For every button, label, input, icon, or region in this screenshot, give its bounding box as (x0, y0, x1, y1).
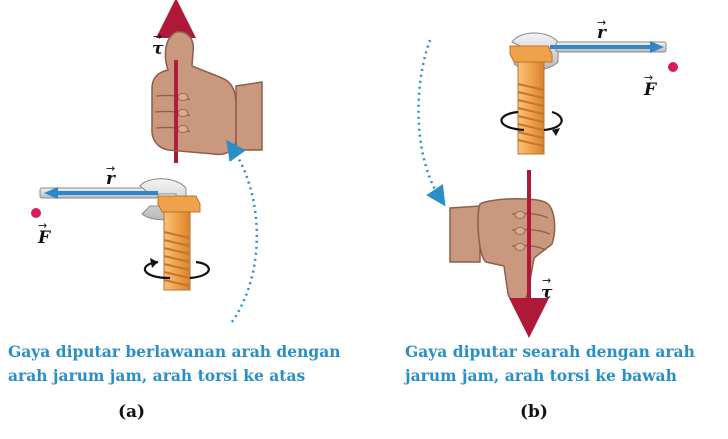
svg-text:→: → (38, 219, 47, 232)
panel-a: τ → r → F → (31, 0, 263, 323)
svg-text:→: → (644, 71, 653, 84)
torque-symbol-a: τ (152, 39, 164, 59)
caption-a-line2: arah jarum jam, arah torsi ke atas (8, 366, 306, 385)
bolt-a (157, 195, 201, 291)
svg-text:→: → (597, 16, 606, 29)
rotation-dotted-arrow-b (417, 39, 446, 207)
caption-b-line2: jarum jam, arah torsi ke bawah (405, 366, 677, 385)
caption-a-line1: Gaya diputar berlawanan arah dengan (8, 342, 341, 361)
svg-text:→: → (106, 162, 115, 175)
panel-label-a: (a) (118, 402, 146, 422)
rotation-dotted-arrow-a (226, 139, 258, 323)
r-symbol-a: r (106, 169, 116, 189)
force-point-b (668, 62, 678, 72)
force-symbol-a: F (37, 228, 52, 248)
caption-b-line1: Gaya diputar searah dengan arah (405, 342, 695, 361)
svg-text:→: → (542, 274, 551, 287)
caption-b: Gaya diputar searah dengan arah jarum ja… (405, 340, 725, 388)
rotation-indicator-b (500, 110, 563, 132)
caption-a: Gaya diputar berlawanan arah dengan arah… (8, 340, 368, 388)
panel-label-b: (b) (520, 402, 548, 422)
panel-b: r → F → τ → (417, 16, 678, 338)
r-symbol-b: r (597, 23, 607, 43)
force-point-a (31, 208, 41, 218)
bolt-b (509, 45, 553, 155)
torque-symbol-b: τ (541, 283, 553, 303)
hand-thumb-down-icon (449, 197, 556, 303)
force-symbol-b: F (643, 80, 658, 100)
svg-text:→: → (153, 30, 162, 43)
hand-thumb-up-icon (151, 31, 263, 156)
